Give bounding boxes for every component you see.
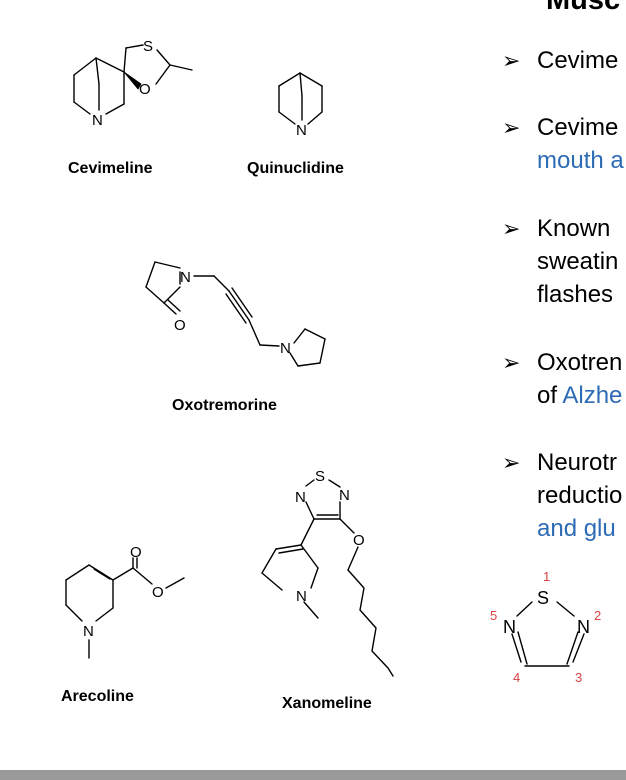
thiadiazole-atom-n5: N <box>503 617 516 637</box>
cevimeline-structure: S O N <box>73 38 193 129</box>
bullet-arrow-icon: ➢ <box>502 115 521 140</box>
bullet-line: reductio <box>537 482 623 509</box>
xanomeline-atom-o: O <box>353 532 365 549</box>
bullet-arrow-icon: ➢ <box>502 350 521 375</box>
bullet-line: Cevime <box>537 114 619 141</box>
label-arecoline: Arecoline <box>61 688 134 705</box>
thiadiazole-atom-s: S <box>537 588 549 608</box>
bullet-arrow-icon: ➢ <box>502 48 521 73</box>
oxotremorine-atom-n2: N <box>280 340 291 357</box>
cevimeline-atom-o: O <box>139 81 151 98</box>
bullet-arrow-icon: ➢ <box>502 450 521 475</box>
slide-title: Musc <box>546 0 621 16</box>
label-cevimeline: Cevimeline <box>68 160 153 177</box>
bullet-line: Cevime <box>537 47 619 74</box>
label-oxotremorine: Oxotremorine <box>172 397 277 414</box>
bullet-text-span: of <box>537 382 563 409</box>
bullet-line: Oxotren <box>537 349 623 376</box>
xanomeline-structure: S N N O N <box>261 468 394 677</box>
bullet-arrow-icon: ➢ <box>502 216 521 241</box>
xanomeline-atom-n3: N <box>296 588 307 605</box>
oxotremorine-structure: N O N <box>145 261 326 367</box>
bullet-line: and glu <box>537 515 616 542</box>
label-xanomeline: Xanomeline <box>282 695 372 712</box>
bullet-line: sweatin <box>537 248 619 275</box>
oxotremorine-atom-n1: N <box>180 269 191 286</box>
bullet-link-span: Alzhe <box>562 382 623 409</box>
arecoline-atom-o2: O <box>152 584 164 601</box>
xanomeline-atom-n1: N <box>295 489 306 506</box>
arecoline-atom-o1: O <box>130 544 142 561</box>
quinuclidine-structure: N <box>278 72 323 139</box>
ring-number-5: 5 <box>490 608 497 623</box>
quinuclidine-atom-n: N <box>296 122 307 139</box>
xanomeline-atom-n2: N <box>339 487 350 504</box>
ring-number-1: 1 <box>543 569 550 584</box>
ring-number-4: 4 <box>513 670 520 685</box>
bullet-line: mouth a <box>537 147 624 174</box>
xanomeline-atom-s: S <box>315 468 325 485</box>
ring-number-3: 3 <box>575 670 582 685</box>
ring-number-2: 2 <box>594 608 601 623</box>
footer-bar <box>0 770 626 780</box>
bullet-line: flashes <box>537 281 614 308</box>
label-quinuclidine: Quinuclidine <box>247 160 344 177</box>
oxotremorine-atom-o: O <box>174 317 186 334</box>
thiadiazole-structure: S N N 1 2 3 4 5 <box>490 569 601 685</box>
bullet-line: Known <box>537 215 611 242</box>
cevimeline-atom-n: N <box>92 112 103 129</box>
bullet-line: Neurotr <box>537 449 618 476</box>
thiadiazole-atom-n2: N <box>577 617 590 637</box>
arecoline-atom-n: N <box>83 623 94 640</box>
bullet-line: of Alzhe <box>537 379 622 412</box>
cevimeline-atom-s: S <box>143 38 153 55</box>
arecoline-structure: O O N <box>65 544 185 659</box>
